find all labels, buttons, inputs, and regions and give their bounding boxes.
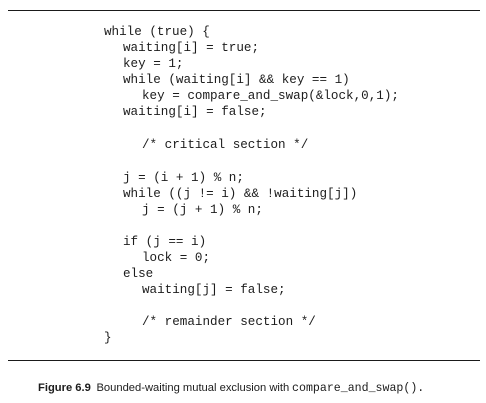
code-line: j = (j + 1) % n; bbox=[142, 203, 263, 217]
code-line: waiting[i] = false; bbox=[123, 105, 267, 119]
code-line: else bbox=[123, 267, 154, 281]
code-comment: /* critical section */ bbox=[142, 138, 309, 152]
code-line: lock = 0; bbox=[142, 251, 211, 265]
code-line: while ((j != i) && !waiting[j]) bbox=[123, 187, 358, 201]
code-line: waiting[j] = false; bbox=[142, 283, 286, 297]
code-line: waiting[i] = true; bbox=[123, 41, 260, 55]
caption-text: Bounded-waiting mutual exclusion with bbox=[96, 382, 290, 394]
caption-code: compare_and_swap bbox=[292, 382, 404, 395]
code-line: if (j == i) bbox=[123, 235, 207, 249]
code-line: key = compare_and_swap(&lock,0,1); bbox=[142, 89, 399, 103]
bottom-rule bbox=[8, 360, 480, 361]
caption-suffix: (). bbox=[403, 382, 425, 395]
code-line: key = 1; bbox=[123, 57, 184, 71]
code-comment: /* remainder section */ bbox=[142, 315, 316, 329]
code-line: j = (i + 1) % n; bbox=[123, 171, 244, 185]
figure-label: Figure 6.9 bbox=[38, 382, 91, 394]
code-line: } bbox=[104, 331, 112, 345]
code-line: while (true) { bbox=[104, 25, 210, 39]
top-rule bbox=[8, 10, 480, 11]
code-line: while (waiting[i] && key == 1) bbox=[123, 73, 350, 87]
figure-caption: Figure 6.9 Bounded-waiting mutual exclus… bbox=[38, 380, 424, 396]
